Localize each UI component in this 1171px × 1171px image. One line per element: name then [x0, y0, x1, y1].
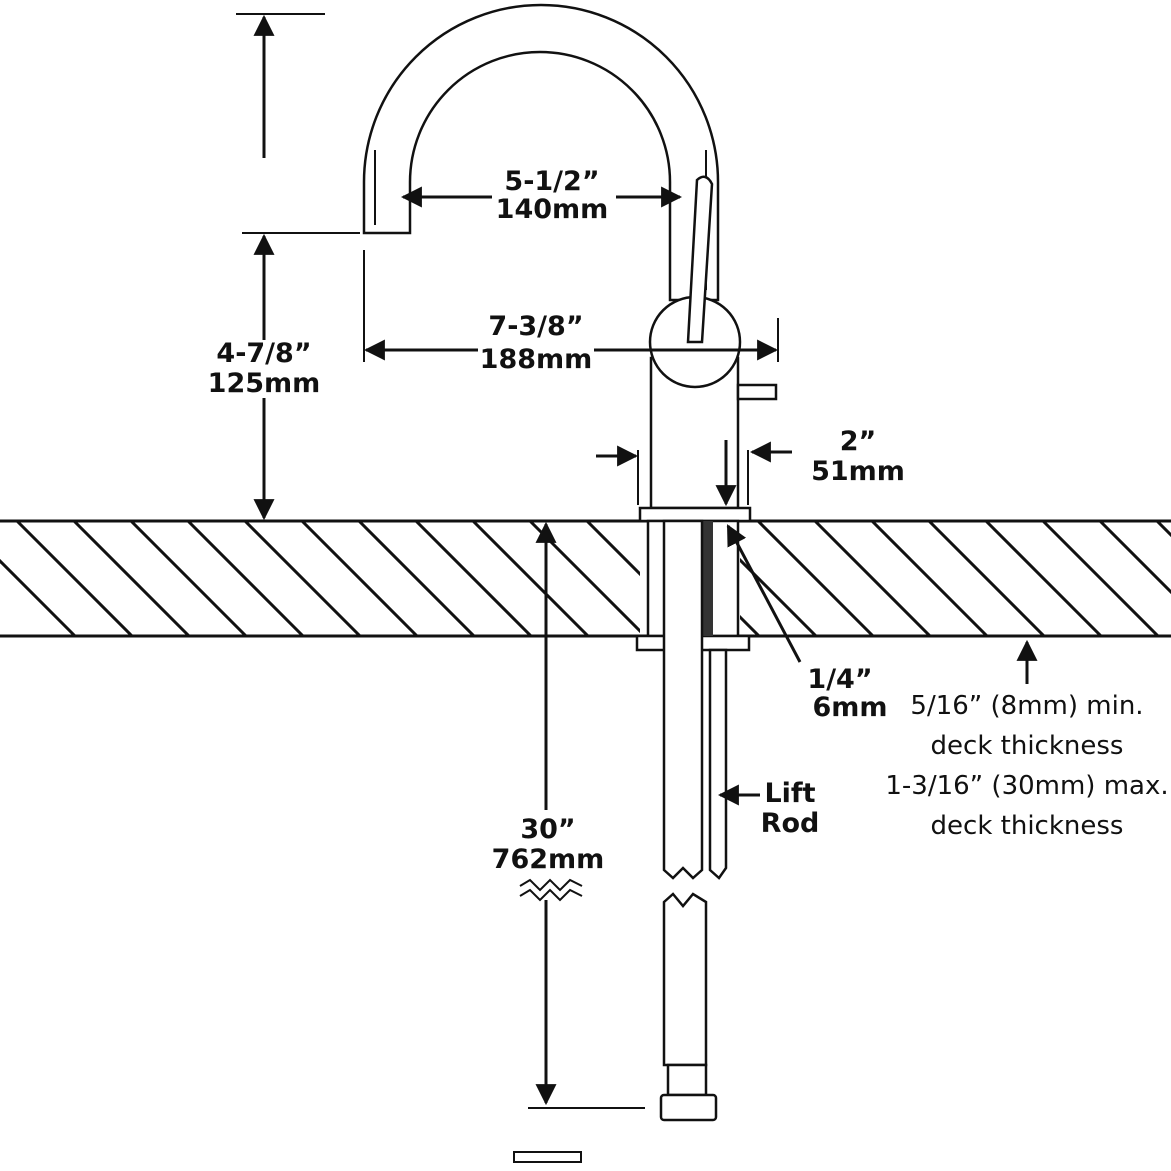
spout-reach-metric: 140mm	[496, 194, 609, 225]
hatch-line	[756, 521, 875, 636]
lever-handle	[686, 175, 714, 344]
deck-note-line3: 1-3/16” (30mm) max.	[885, 771, 1168, 801]
deck-note-line2: deck thickness	[931, 731, 1124, 761]
lift-rod-callout: Lift Rod	[717, 778, 820, 839]
dim-base-diameter: 2” 51mm	[596, 426, 905, 505]
mounting-hole-imperial: 1/4”	[807, 664, 872, 695]
hatch-line	[813, 521, 932, 636]
under-deck-assembly	[635, 519, 751, 1122]
supply-length-metric: 762mm	[492, 844, 605, 875]
mounting-hole-metric: 6mm	[812, 692, 887, 723]
hatch-line	[870, 521, 989, 636]
base-diameter-imperial: 2”	[840, 426, 877, 457]
deck-thickness-note: 5/16” (8mm) min. deck thickness 1-3/16” …	[885, 639, 1169, 841]
base-escutcheon	[638, 506, 752, 523]
lift-rod-label-line1: Lift	[764, 778, 815, 809]
hatch-line	[300, 521, 419, 636]
hatch-line	[72, 521, 191, 636]
hatch-line	[15, 521, 134, 636]
dim-mounting-hole: 1/4” 6mm	[715, 440, 888, 723]
hatch-line	[186, 521, 305, 636]
lift-rod-knob	[736, 383, 778, 401]
overall-reach-imperial: 7-3/8”	[488, 311, 583, 342]
base-diameter-metric: 51mm	[811, 456, 905, 487]
deck-note-line4: deck thickness	[931, 811, 1124, 841]
hatch-line	[357, 521, 476, 636]
hatch-line	[129, 521, 248, 636]
supply-hose	[662, 519, 704, 880]
spout-height-imperial: 4-7/8”	[216, 338, 311, 369]
dim-overall-reach: 7-3/8” 188mm	[363, 250, 779, 375]
hose-fitting	[666, 1063, 708, 1097]
hatch-line	[1098, 521, 1171, 595]
hatch-line	[0, 558, 77, 636]
hose-nut	[659, 1093, 718, 1122]
faucet-spout	[362, 3, 720, 302]
lift-rod	[708, 648, 728, 880]
hatch-line	[984, 521, 1103, 636]
faucet-body	[638, 175, 778, 523]
spout-reach-imperial: 5-1/2”	[504, 166, 599, 197]
hatch-line	[471, 521, 590, 636]
dim-supply-length: 30” 762mm	[492, 521, 645, 1109]
break-symbol	[519, 878, 583, 892]
dim-spout-height: 4-7/8” 125mm	[208, 13, 360, 521]
hatch-line	[927, 521, 1046, 636]
deck-note-line1: 5/16” (8mm) min.	[910, 691, 1143, 721]
lift-rod-label-line2: Rod	[761, 808, 820, 839]
overall-reach-metric: 188mm	[480, 344, 593, 375]
deck-hatching	[0, 521, 1171, 636]
countertop-deck	[0, 519, 1171, 638]
hatch-line	[414, 521, 533, 636]
hatch-line	[243, 521, 362, 636]
cropped-part	[513, 1151, 582, 1163]
mounting-shank	[703, 521, 713, 636]
dim-spout-reach: 5-1/2” 140mm	[400, 166, 683, 225]
hatch-line	[1041, 521, 1160, 636]
spout-height-metric: 125mm	[208, 368, 321, 399]
supply-length-imperial: 30”	[520, 814, 575, 845]
